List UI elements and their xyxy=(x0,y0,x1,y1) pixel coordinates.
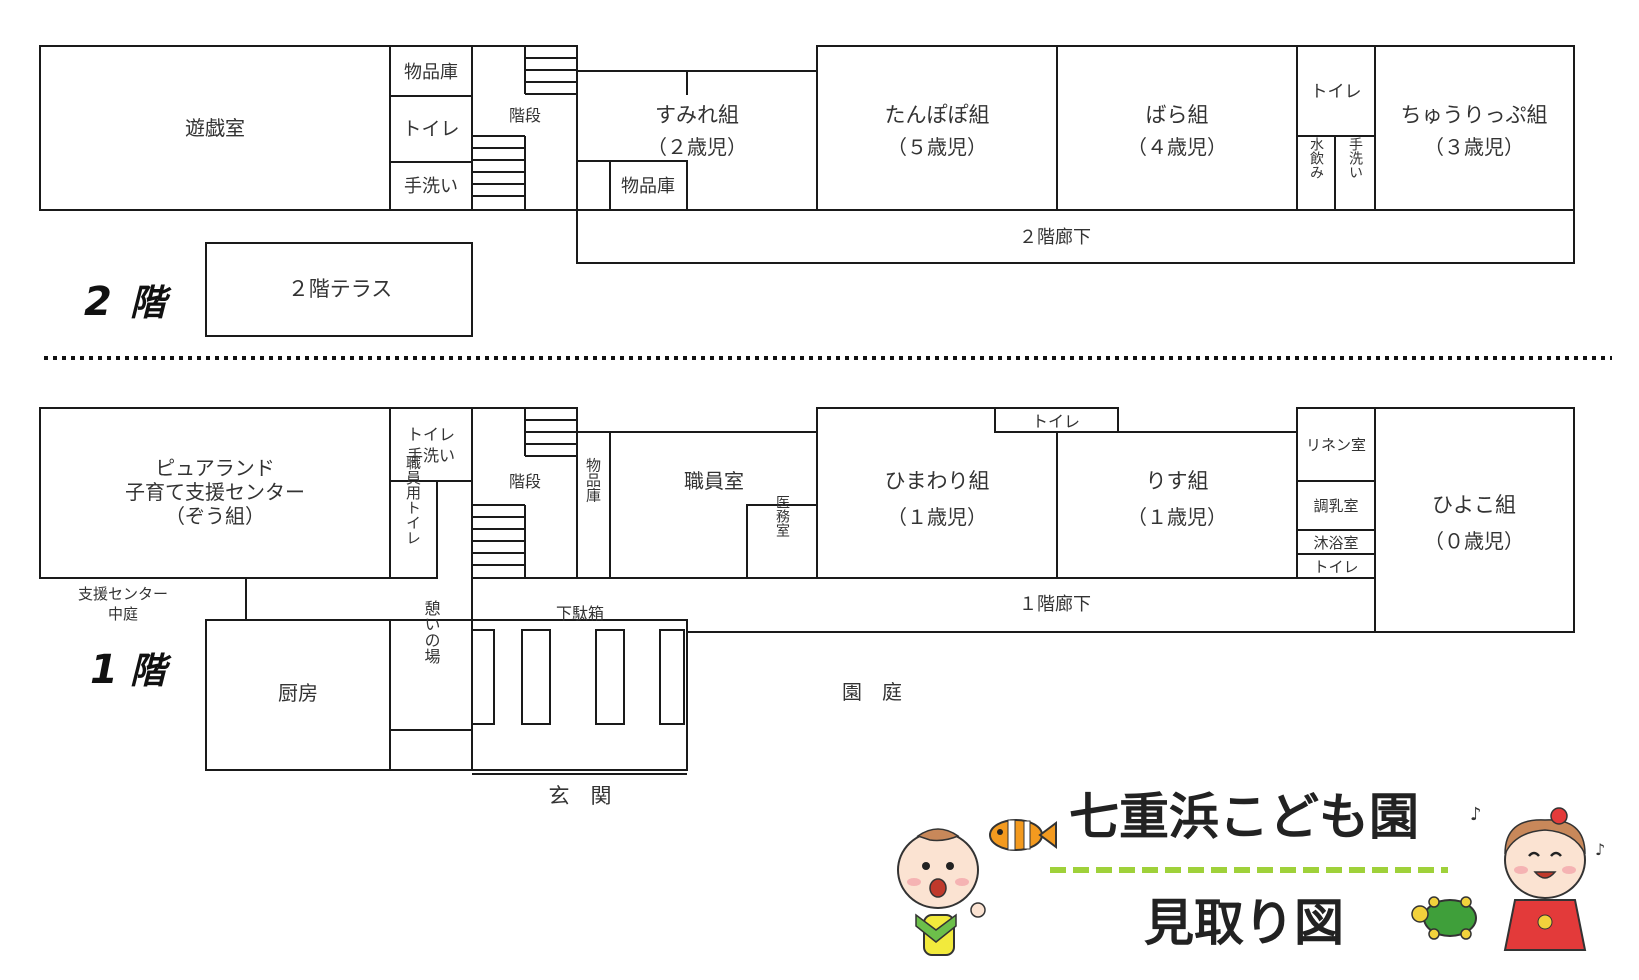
bara-name: ばら組 xyxy=(1146,103,1209,127)
pureland-line2: 子育て支援センター xyxy=(125,480,305,504)
hiyoko-class xyxy=(1374,407,1575,633)
bath-room-label: 沐浴室 xyxy=(1313,534,1358,552)
corridor-2f-label: ２階廊下 xyxy=(1019,227,1091,248)
milk-room-label: 調乳室 xyxy=(1313,497,1358,515)
churippu-class xyxy=(1374,45,1575,211)
pureland-line3: （ぞう組） xyxy=(165,504,265,528)
washbasin-2f-a-label: 手洗い xyxy=(404,176,458,197)
risu-class xyxy=(1056,431,1298,579)
toilet-1f-right-label: トイレ xyxy=(1313,558,1358,576)
stairs-2f-label: 階段 xyxy=(509,106,541,125)
kitchen-label: 厨房 xyxy=(278,681,318,705)
drinking-water-label: 水飲み xyxy=(1308,137,1324,179)
toilet-wash-1f-line2: 手洗い xyxy=(407,446,455,465)
toilet-2f-a-label: トイレ xyxy=(402,118,459,140)
shoe-box-1 xyxy=(471,629,495,725)
linen-room-label: リネン室 xyxy=(1306,436,1366,454)
toilet-1f-top-label: トイレ xyxy=(1032,412,1080,431)
garden-label: 園 庭 xyxy=(842,680,902,704)
toilet-wash-1f-line1: トイレ xyxy=(407,425,455,444)
map-subtitle: 見取り図 xyxy=(1144,894,1344,952)
nursery-name: 七重浜こども園 xyxy=(1069,788,1419,846)
floor-2: 遊戯室 物品庫 トイレ 手洗い 階段 すみれ組 （２歳児） 物品庫 たんぽぽ組 … xyxy=(39,45,1575,337)
medical-room-label: 医務室 xyxy=(774,495,790,537)
storage-room-1f xyxy=(576,431,611,579)
turtle-icon xyxy=(1411,896,1477,940)
corridor-1f-label: １階廊下 xyxy=(1019,594,1091,615)
playroom-label: 遊戯室 xyxy=(185,116,245,140)
clownfish-icon xyxy=(989,819,1057,851)
terrace-2f-label: ２階テラス xyxy=(288,277,393,301)
bath-room xyxy=(1296,529,1376,555)
risu-name: りす組 xyxy=(1146,469,1209,493)
linen-room xyxy=(1296,407,1376,482)
himawari-age: （１歳児） xyxy=(887,505,987,529)
sumire-name: すみれ組 xyxy=(655,103,739,127)
floor-2-number: 2 xyxy=(84,279,112,325)
washbasin-2f-b-label: 手洗い xyxy=(1347,137,1363,179)
floor-1: ピュアランド 子育て支援センター （ぞう組） トイレ 手洗い 職員用トイレ 階段… xyxy=(39,407,1575,808)
drinking-water-2f xyxy=(1296,135,1336,211)
storage-room-2f-b xyxy=(609,160,688,211)
himawari-name: ひまわり組 xyxy=(885,469,990,493)
storage-2f-b-label: 物品庫 xyxy=(621,176,675,197)
bara-age: （４歳児） xyxy=(1127,135,1227,159)
medical-room xyxy=(746,504,818,579)
rest-area-label: 憩いの場 xyxy=(422,600,441,665)
storage-2f-a-label: 物品庫 xyxy=(404,62,458,83)
storage-room-2f-a xyxy=(389,45,473,97)
toilet-wash-1f xyxy=(389,407,473,482)
terrace-2f xyxy=(205,242,473,337)
himawari-class xyxy=(816,407,1058,579)
pureland-support-center xyxy=(39,407,391,579)
courtyard-line2: 中庭 xyxy=(108,605,138,623)
bara-class xyxy=(1056,45,1298,211)
churippu-name: ちゅうりっぷ組 xyxy=(1401,103,1548,127)
music-note-icon-2: ♪ xyxy=(1595,840,1605,859)
pureland-line1: ピュアランド xyxy=(155,456,275,480)
toilet-2f-b-label: トイレ xyxy=(1311,82,1362,102)
rest-area-annex xyxy=(389,729,473,771)
hiyoko-age: （０歳児） xyxy=(1424,529,1524,553)
stair-treads-1f-upper xyxy=(524,408,577,457)
stair-treads-1f-lower xyxy=(472,504,526,578)
title-block: 七重浜こども園 見取り図 xyxy=(1050,788,1448,952)
entrance-hall xyxy=(471,619,688,771)
shoe-box-2 xyxy=(521,629,551,725)
stairs-1f-label: 階段 xyxy=(509,472,541,491)
stair-treads-2f-lower xyxy=(472,135,526,210)
toilet-1f-top xyxy=(994,407,1119,433)
girl-illustration: ♪ ♪ xyxy=(1470,804,1605,951)
churippu-age: （３歳児） xyxy=(1424,135,1524,159)
risu-age: （１歳児） xyxy=(1127,505,1227,529)
shoe-box-4 xyxy=(659,629,685,725)
staff-toilet xyxy=(389,480,438,579)
shoe-box-3 xyxy=(595,629,625,725)
storage-1f-label: 物品庫 xyxy=(584,458,602,503)
entrance-label: 玄 関 xyxy=(549,784,612,808)
floor-1-kanji: 階 xyxy=(130,651,172,692)
stair-treads-2f-upper xyxy=(524,46,577,95)
tanpopo-age: （５歳児） xyxy=(887,135,987,159)
milk-room xyxy=(1296,480,1376,531)
staff-toilet-label: 職員用トイレ xyxy=(404,455,422,545)
rest-area xyxy=(389,619,473,731)
tanpopo-class xyxy=(816,45,1058,211)
tanpopo-name: たんぽぽ組 xyxy=(885,103,990,127)
music-note-icon: ♪ xyxy=(1470,804,1482,825)
playroom xyxy=(39,45,391,211)
floor-2-kanji: 階 xyxy=(130,283,172,324)
floor-1-number: 1 xyxy=(90,647,118,693)
corridor-2f xyxy=(576,209,1575,264)
courtyard-line1: 支援センター xyxy=(78,585,168,603)
sumire-age: （２歳児） xyxy=(647,135,747,159)
closet-2f xyxy=(576,160,611,211)
shoe-box-label: 下駄箱 xyxy=(556,604,604,623)
hiyoko-name: ひよこ組 xyxy=(1432,493,1516,517)
staff-room-label: 職員室 xyxy=(684,469,744,493)
baby-illustration xyxy=(897,828,986,956)
